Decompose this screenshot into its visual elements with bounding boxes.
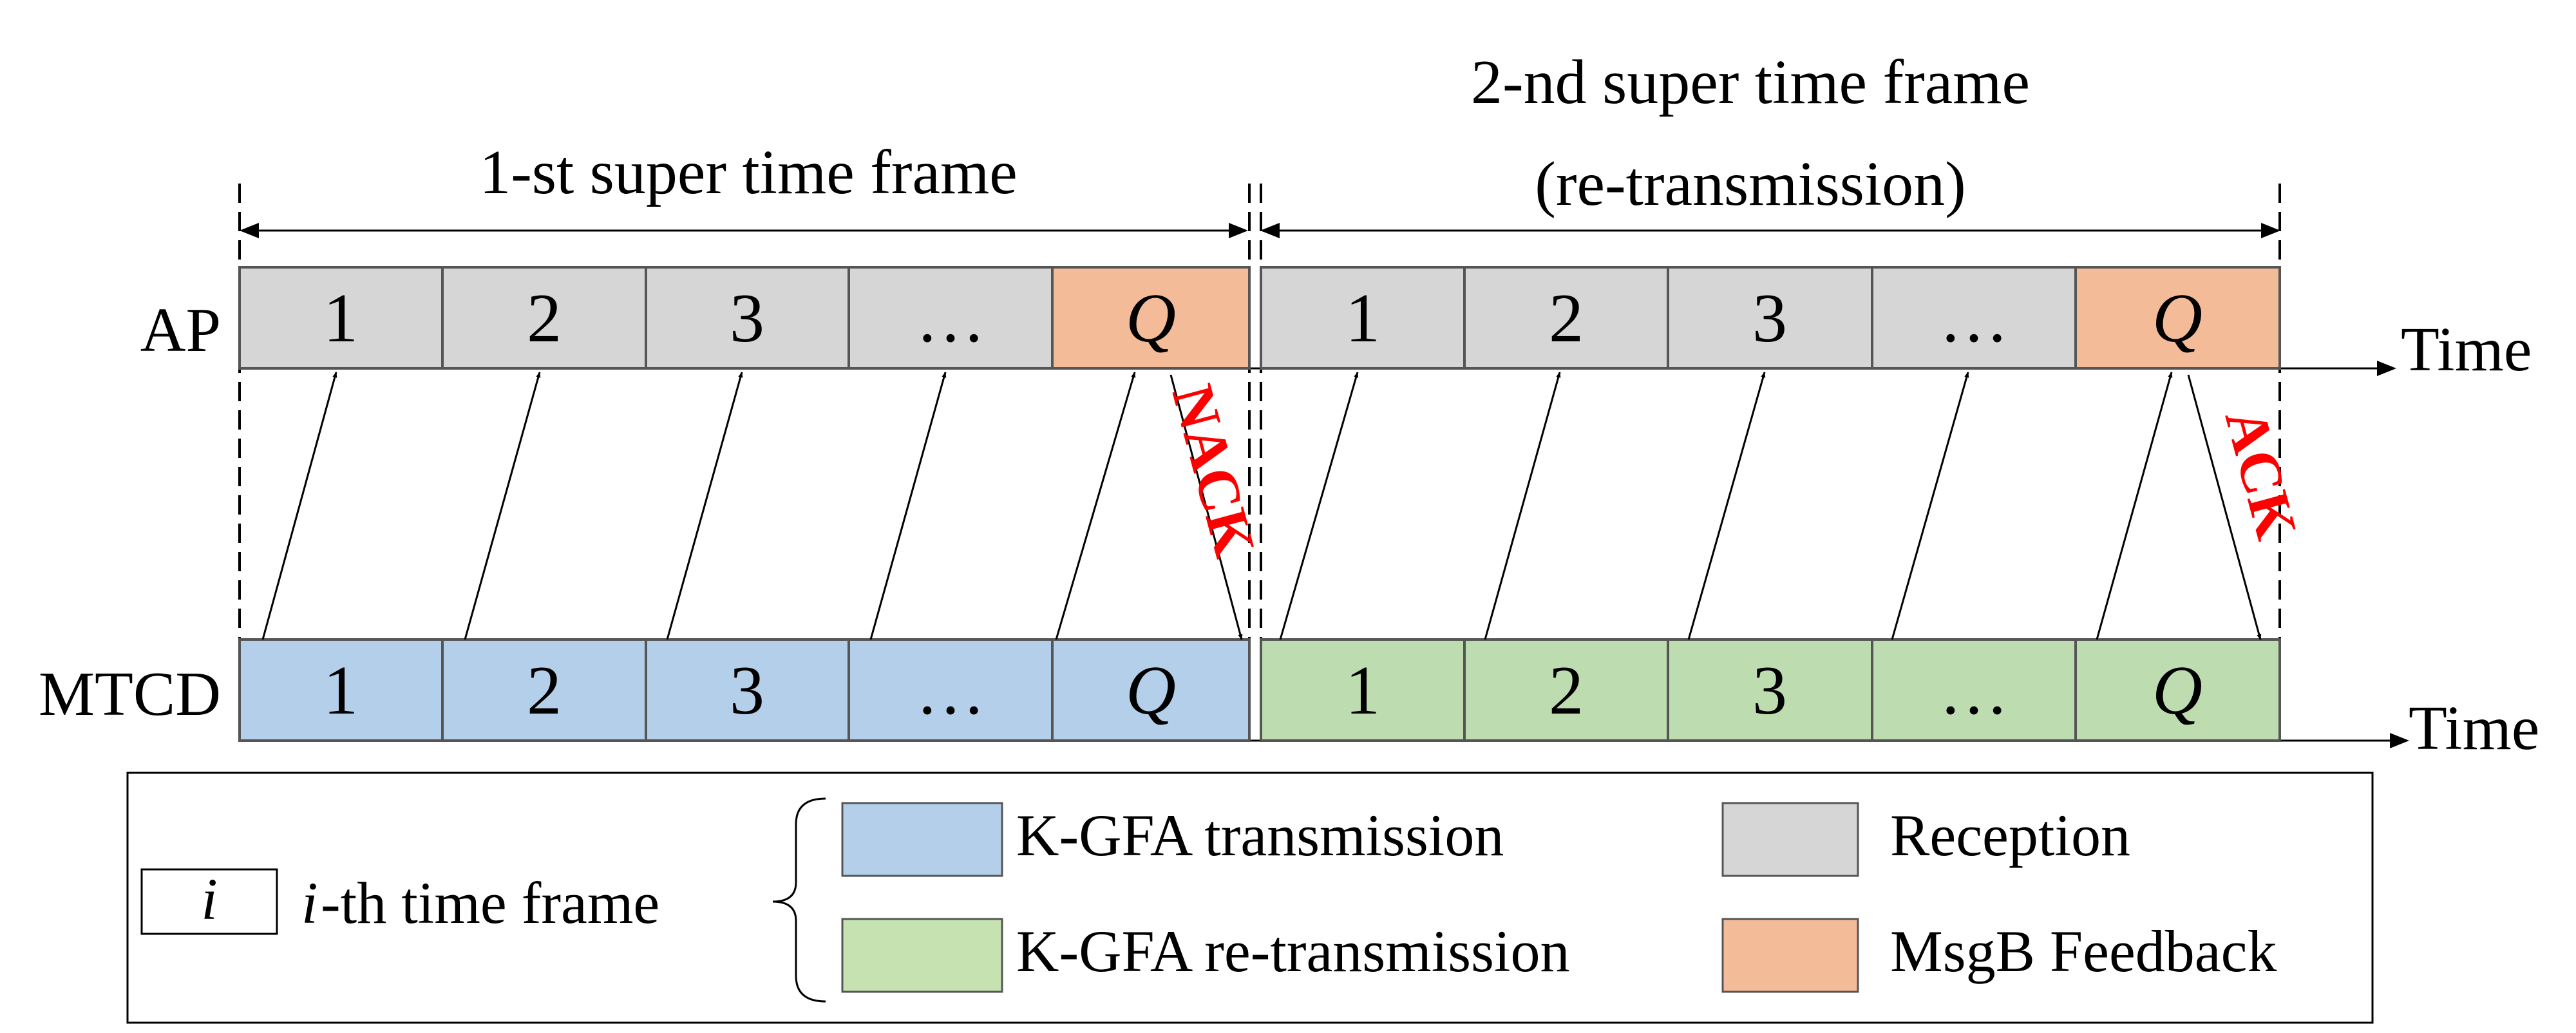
- uplink-arrow: [1484, 372, 1561, 640]
- frame-boundaries: [238, 184, 2281, 650]
- uplink-arrow: [1279, 372, 1359, 640]
- ap-f1-slot-q: [1051, 266, 1251, 370]
- uplink-arrow: [666, 372, 743, 640]
- mtcd-label: MTCD: [39, 659, 221, 729]
- legend-label-reception: Reception: [1890, 802, 2130, 868]
- mtcd-f2-label-3: 3: [1752, 652, 1787, 729]
- uplink-arrow: [1891, 372, 1969, 640]
- legend-sample-box-symbol: i: [201, 866, 218, 932]
- mtcd-f2-slot-3: [1667, 638, 1873, 742]
- mtcd-f2-label-2: 2: [1549, 652, 1584, 729]
- ap-row-frame1: [238, 266, 1251, 370]
- legend-swatch-reception: [1721, 802, 1859, 877]
- uplink-arrows: [261, 372, 2173, 640]
- ap-f2-label-3: 3: [1752, 280, 1787, 357]
- legend-swatch-kgfa-retx: [841, 918, 1003, 993]
- ap-f1-label-2: 2: [527, 280, 562, 357]
- mtcd-f1-slot-q: [1051, 638, 1251, 742]
- uplink-arrow: [1055, 372, 1136, 640]
- mtcd-f2-label-dots: …: [1939, 652, 2009, 729]
- legend-label-kgfa-tx: K-GFA transmission: [1016, 802, 1504, 868]
- legend: i i -th time frame K-GFA transmission K-…: [126, 772, 2374, 1024]
- ap-f2-slot-q: [2074, 266, 2281, 370]
- ap-f1-slot-2: [441, 266, 647, 370]
- nack-arrow: [1170, 374, 1243, 640]
- uplink-arrow: [261, 372, 337, 640]
- mtcd-f2-slot-1: [1260, 638, 1466, 742]
- mtcd-time-label: Time: [2409, 694, 2539, 763]
- ap-f2-slot-3: [1667, 266, 1873, 370]
- legend-sample-text: -th time frame: [321, 870, 659, 936]
- ap-f2-label-dots: …: [1939, 280, 2009, 357]
- legend-sample-box: [140, 868, 278, 935]
- frame2-title-line2: (re-transmission): [1535, 149, 1966, 219]
- ack-label: ACK: [2213, 402, 2310, 546]
- mtcd-f2-slot-q: [2074, 638, 2281, 742]
- ap-f2-slot-dots: [1871, 266, 2077, 370]
- legend-swatch-msgb: [1721, 918, 1859, 993]
- legend-label-msgb: MsgB Feedback: [1890, 918, 2277, 984]
- mtcd-row-frame2: [1260, 638, 2281, 742]
- ap-f1-label-dots: …: [916, 280, 985, 357]
- mtcd-f2-label-q: Q: [2152, 652, 2202, 729]
- ap-row-frame2: [1260, 266, 2281, 370]
- ap-f1-label-1: 1: [323, 280, 358, 357]
- legend-label-kgfa-retx: K-GFA re-transmission: [1016, 918, 1569, 984]
- ap-f2-label-q: Q: [2152, 280, 2202, 357]
- ap-f1-slot-1: [238, 266, 444, 370]
- legend-swatch-kgfa-tx: [841, 802, 1003, 877]
- ap-f1-label-3: 3: [730, 280, 764, 357]
- mtcd-f1-slot-2: [441, 638, 647, 742]
- legend-frame: [126, 772, 2374, 1024]
- mtcd-f1-label-q: Q: [1126, 652, 1176, 729]
- mtcd-f1-label-1: 1: [323, 652, 358, 729]
- uplink-arrow: [2096, 372, 2173, 640]
- legend-brace: [772, 797, 826, 1003]
- mtcd-f1-label-3: 3: [730, 652, 764, 729]
- nack-label: NACK: [1160, 378, 1269, 564]
- ap-f2-label-2: 2: [1549, 280, 1584, 357]
- mtcd-f2-slot-2: [1463, 638, 1669, 742]
- mtcd-row-frame1: [238, 638, 1251, 742]
- ap-label: AP: [140, 296, 221, 365]
- uplink-arrow: [869, 372, 947, 640]
- uplink-arrow: [1687, 372, 1766, 640]
- frame1-title: 1-st super time frame: [479, 138, 1017, 207]
- mtcd-f2-slot-dots: [1871, 638, 2077, 742]
- mtcd-f1-label-dots: …: [916, 652, 985, 729]
- uplink-arrow: [464, 372, 541, 640]
- frame2-title-line1: 2-nd super time frame: [1471, 48, 2030, 117]
- legend-sample-symbol: i: [301, 870, 318, 936]
- mtcd-f2-label-1: 1: [1345, 652, 1380, 729]
- ack-arrow: [2187, 374, 2262, 640]
- ap-f1-label-q: Q: [1126, 280, 1176, 357]
- mtcd-f1-label-2: 2: [527, 652, 562, 729]
- mtcd-f1-slot-dots: [848, 638, 1054, 742]
- mtcd-f1-slot-3: [645, 638, 850, 742]
- ap-time-label: Time: [2401, 315, 2532, 384]
- ap-f2-label-1: 1: [1345, 280, 1380, 357]
